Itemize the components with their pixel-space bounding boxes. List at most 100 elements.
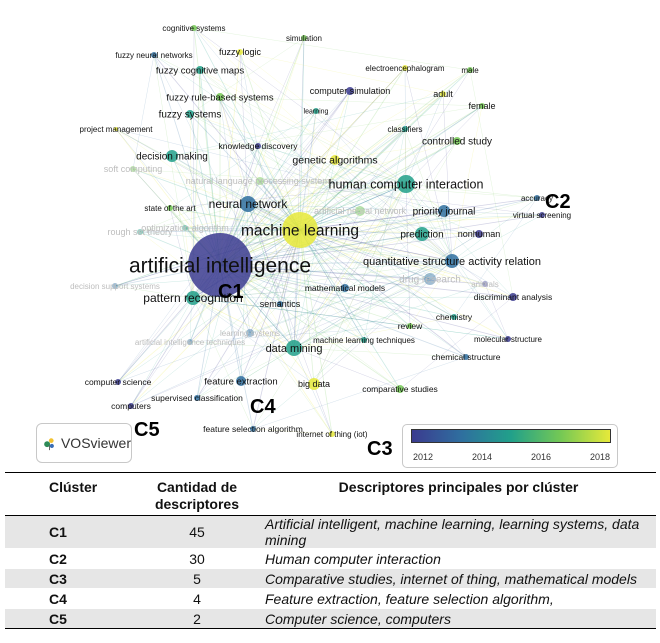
network-edge (299, 197, 538, 231)
cell-cluster: C4 (5, 588, 133, 609)
network-edge (192, 297, 411, 327)
network-edge (219, 37, 305, 266)
network-edge (405, 105, 483, 185)
network-edge (193, 27, 471, 71)
vosviewer-logo-text: VOSviewer (60, 435, 131, 451)
term-node (467, 67, 473, 73)
network-edge (299, 229, 401, 390)
table-row: C1 45 Artificial intelligent, machine le… (5, 515, 656, 549)
network-edge (409, 260, 453, 327)
term-node (308, 378, 320, 390)
term-label: supervised classification (151, 393, 243, 403)
network-edge (247, 203, 543, 216)
network-edge (139, 180, 261, 233)
term-node (112, 283, 118, 289)
cell-descriptors: Comparative studies, internet of thing, … (261, 568, 656, 589)
network-edge (257, 145, 455, 318)
term-label: data mining (266, 343, 323, 355)
network-edge (130, 260, 453, 407)
term-label: review (398, 321, 423, 331)
cell-descriptors: Artificial intelligent, machine learning… (261, 515, 656, 549)
cell-count: 30 (133, 548, 261, 569)
network-edge (199, 69, 453, 262)
network-edge (299, 229, 365, 341)
network-edge (293, 339, 365, 349)
network-edge (132, 168, 301, 231)
network-edge (171, 155, 301, 231)
cell-descriptors: Feature extraction, feature selection al… (261, 588, 656, 609)
network-edge (484, 283, 509, 340)
cluster-label-c4: C4 (250, 396, 276, 418)
network-edge (184, 227, 453, 262)
term-label: learning (304, 108, 329, 115)
term-label: state of the art (144, 204, 196, 213)
network-edge (299, 67, 406, 231)
network-edge (239, 51, 295, 349)
network-edge (299, 90, 351, 231)
network-edge (189, 229, 301, 343)
network-edge (193, 27, 467, 358)
network-edge (334, 159, 431, 280)
network-edge (405, 183, 514, 298)
network-edge (451, 197, 538, 262)
network-edge (219, 264, 455, 318)
table-row: C3 5 Comparative studies, internet of th… (5, 568, 656, 589)
term-label: prediction (400, 230, 443, 241)
term-label: pattern recognition (143, 291, 242, 305)
network-edge (189, 113, 407, 185)
network-edge (115, 128, 346, 289)
network-edge (114, 260, 453, 287)
network-edge (247, 37, 305, 205)
network-edge (247, 203, 401, 390)
network-edge (219, 264, 486, 285)
network-edge (196, 233, 423, 399)
term-node (191, 25, 197, 31)
term-node (128, 403, 134, 409)
network-edge (259, 180, 407, 185)
network-edge (139, 229, 301, 233)
network-edge (299, 183, 407, 231)
term-label: discriminant analysis (474, 292, 552, 302)
network-edge (299, 229, 453, 262)
network-edge (219, 51, 241, 266)
year-color-scale: 2012 2014 2016 2018 (402, 424, 618, 468)
term-node (407, 323, 413, 329)
network-edge (219, 264, 431, 280)
network-edge (219, 233, 480, 266)
network-edge (219, 93, 444, 266)
network-edge (247, 183, 407, 205)
cell-count: 4 (133, 588, 261, 609)
network-edge (196, 203, 249, 399)
term-node (151, 52, 157, 58)
term-node (539, 212, 545, 218)
term-node (482, 281, 488, 287)
network-edge (293, 283, 486, 349)
term-label: molecular structure (474, 335, 543, 344)
term-node (186, 291, 200, 305)
term-node (440, 91, 446, 97)
term-node (250, 426, 256, 432)
network-edge (293, 278, 431, 349)
table-row: C5 2 Computer science, computers (5, 608, 656, 629)
network-edge (247, 110, 317, 205)
network-edge (293, 347, 467, 358)
cluster-summary-table-wrapper: Clúster Cantidad de descriptores Descrip… (0, 472, 660, 629)
network-edge (219, 96, 251, 334)
network-edge (293, 316, 455, 349)
network-edge (259, 180, 543, 216)
network-edge (153, 54, 407, 185)
term-node (255, 143, 261, 149)
cell-count: 2 (133, 608, 261, 629)
network-edge (193, 27, 453, 262)
term-label: computers (111, 401, 151, 411)
network-edge (117, 183, 407, 383)
network-edge (196, 347, 295, 399)
network-edge (219, 67, 406, 266)
cluster-label-c3: C3 (367, 438, 393, 460)
term-label: priority journal (413, 207, 476, 218)
term-label: fuzzy neural networks (115, 51, 192, 60)
network-edge (219, 264, 411, 327)
network-edge (219, 264, 333, 435)
